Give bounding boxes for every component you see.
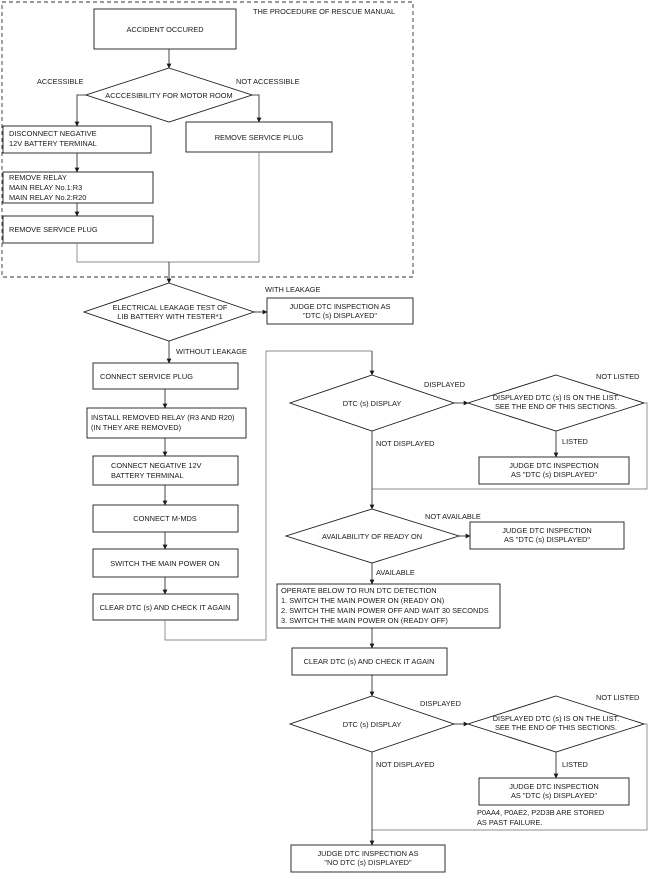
label-not-available: NOT AVAILABLE	[425, 512, 481, 521]
judge-dtc-2-line-2: AS "DTC (s) DISPLAYED"	[511, 791, 597, 800]
install-relay-line-1: INSTALL REMOVED RELAY (R3 AND R20)	[91, 413, 234, 422]
past-failure-line-2: AS PAST FAILURE.	[477, 818, 542, 827]
connect-mmds-box	[92, 504, 239, 533]
connect-mmds-label: CONNECT M-MDS	[133, 514, 197, 523]
label-listed-1: LISTED	[562, 437, 588, 446]
connect-negative-line-2: BATTERY TERMINAL	[111, 471, 184, 480]
judge-ready-box	[469, 521, 625, 550]
install-relay-line-2: (IN THEY ARE REMOVED)	[91, 423, 181, 432]
remove-plug-left-box	[2, 215, 154, 244]
operate-line-2: 1. SWITCH THE MAIN POWER ON (READY ON)	[281, 596, 444, 605]
label-not-accessible: NOT ACCESSIBLE	[236, 77, 300, 86]
judge-final-line-2: "NO DTC (s) DISPLAYED"	[324, 858, 412, 867]
label-with-leakage: WITH LEAKAGE	[265, 285, 321, 294]
judge-ready-line-2: AS "DTC (s) DISPLAYED"	[504, 535, 590, 544]
connectors	[74, 49, 648, 846]
label-not-displayed-1: NOT DISPLAYED	[376, 439, 434, 448]
label-listed-2: LISTED	[562, 760, 588, 769]
disconnect-negative-line-2: 12V BATTERY TERMINAL	[9, 139, 97, 148]
judge-dtc-2-box	[478, 777, 630, 806]
connect-plug-box	[92, 362, 239, 390]
operate-line-3: 2. SWITCH THE MAIN POWER OFF AND WAIT 30…	[281, 606, 489, 615]
leakage-test-line-1: ELECTRICAL LEAKAGE TEST OF	[113, 303, 228, 312]
rescue-manual-region	[1, 1, 414, 278]
label-without-leakage: WITHOUT LEAKAGE	[176, 347, 247, 356]
clear-dtc-1-label: CLEAR DTC (s) AND CHECK IT AGAIN	[100, 603, 231, 612]
judge-final-box	[290, 844, 446, 873]
label-displayed-2: DISPLAYED	[420, 699, 461, 708]
ready-availability-label: AVAILABILITY OF READY ON	[322, 532, 422, 541]
label-not-displayed-2: NOT DISPLAYED	[376, 760, 434, 769]
judge-ready-line-1: JUDGE DTC INSPECTION	[502, 526, 592, 535]
remove-plug-right-label: REMOVE SERVICE PLUG	[215, 133, 304, 142]
leakage-test-line-2: LIB BATTERY WITH TESTER*1	[117, 312, 222, 321]
remove-plug-left-label: REMOVE SERVICE PLUG	[9, 225, 98, 234]
accident-box	[93, 8, 237, 50]
line-not-listed-2-return	[372, 723, 648, 831]
listed-check-1-line-1: DISPLAYED DTC (s) IS ON THE LIST.	[493, 393, 620, 402]
listed-check-1-line-2: SEE THE END OF THIS SECTIONS.	[495, 402, 617, 411]
arrow-access-to-plug-right	[252, 94, 262, 123]
remove-relay-line-1: REMOVE RELAY	[9, 173, 67, 182]
listed-check-2-line-2: SEE THE END OF THIS SECTIONS.	[495, 723, 617, 732]
line-plug-right-merge	[169, 152, 260, 263]
arrow-access-to-disconnect	[74, 94, 86, 127]
connect-plug-label: CONNECT SERVICE PLUG	[100, 372, 193, 381]
dtc-display-2-label: DTC (s) DISPLAY	[343, 720, 402, 729]
disconnect-negative-line-1: DISCONNECT NEGATIVE	[9, 129, 97, 138]
label-available: AVAILABLE	[376, 568, 415, 577]
region-title: THE PROCEDURE OF RESCUE MANUAL	[253, 7, 395, 16]
judge-final-line-1: JUDGE DTC INSPECTION AS	[317, 849, 418, 858]
dtc-display-1-label: DTC (s) DISPLAY	[343, 399, 402, 408]
remove-relay-line-3: MAIN RELAY No.2:R20	[9, 193, 86, 202]
clear-dtc-1-box	[92, 593, 239, 621]
judge-dtc-1-box	[478, 456, 630, 485]
judge-dtc-1-line-2: AS "DTC (s) DISPLAYED"	[511, 470, 597, 479]
label-not-listed-2: NOT LISTED	[596, 693, 639, 702]
switch-on-box	[92, 548, 239, 578]
judge-leakage-line-1: JUDGE DTC INSPECTION AS	[289, 302, 390, 311]
operate-line-1: OPERATE BELOW TO RUN DTC DETECTION	[281, 586, 437, 595]
label-not-listed-1: NOT LISTED	[596, 372, 639, 381]
accessibility-label: ACCCESIBILITY FOR MOTOR ROOM	[105, 91, 232, 100]
accident-label: ACCIDENT OCCURED	[126, 25, 203, 34]
label-accessible: ACCESSIBLE	[37, 77, 83, 86]
remove-relay-line-2: MAIN RELAY No.1:R3	[9, 183, 82, 192]
connect-negative-line-1: CONNECT NEGATIVE 12V	[111, 461, 202, 470]
past-failure-line-1: P0AA4, P0AE2, P2D3B ARE STORED	[477, 808, 604, 817]
line-clear-to-dtc-display	[164, 350, 372, 641]
judge-dtc-1-line-1: JUDGE DTC INSPECTION	[509, 461, 599, 470]
label-displayed-1: DISPLAYED	[424, 380, 465, 389]
judge-dtc-2-line-1: JUDGE DTC INSPECTION	[509, 782, 599, 791]
clear-dtc-2-label: CLEAR DTC (s) AND CHECK IT AGAIN	[304, 657, 435, 666]
line-plug-left-merge	[76, 243, 169, 263]
judge-leakage-line-2: "DTC (s) DISPLAYED"	[303, 311, 377, 320]
line-not-listed-1-return	[372, 402, 648, 490]
operate-box	[276, 583, 501, 629]
operate-line-4: 3. SWITCH THE MAIN POWER ON (READY OFF)	[281, 616, 448, 625]
judge-leakage-box	[266, 297, 414, 325]
clear-dtc-2-box	[291, 647, 448, 676]
switch-on-label: SWITCH THE MAIN POWER ON	[110, 559, 220, 568]
accessibility-decision	[84, 67, 254, 123]
remove-relay-box	[2, 171, 154, 204]
listed-check-2-line-1: DISPLAYED DTC (s) IS ON THE LIST.	[493, 714, 620, 723]
